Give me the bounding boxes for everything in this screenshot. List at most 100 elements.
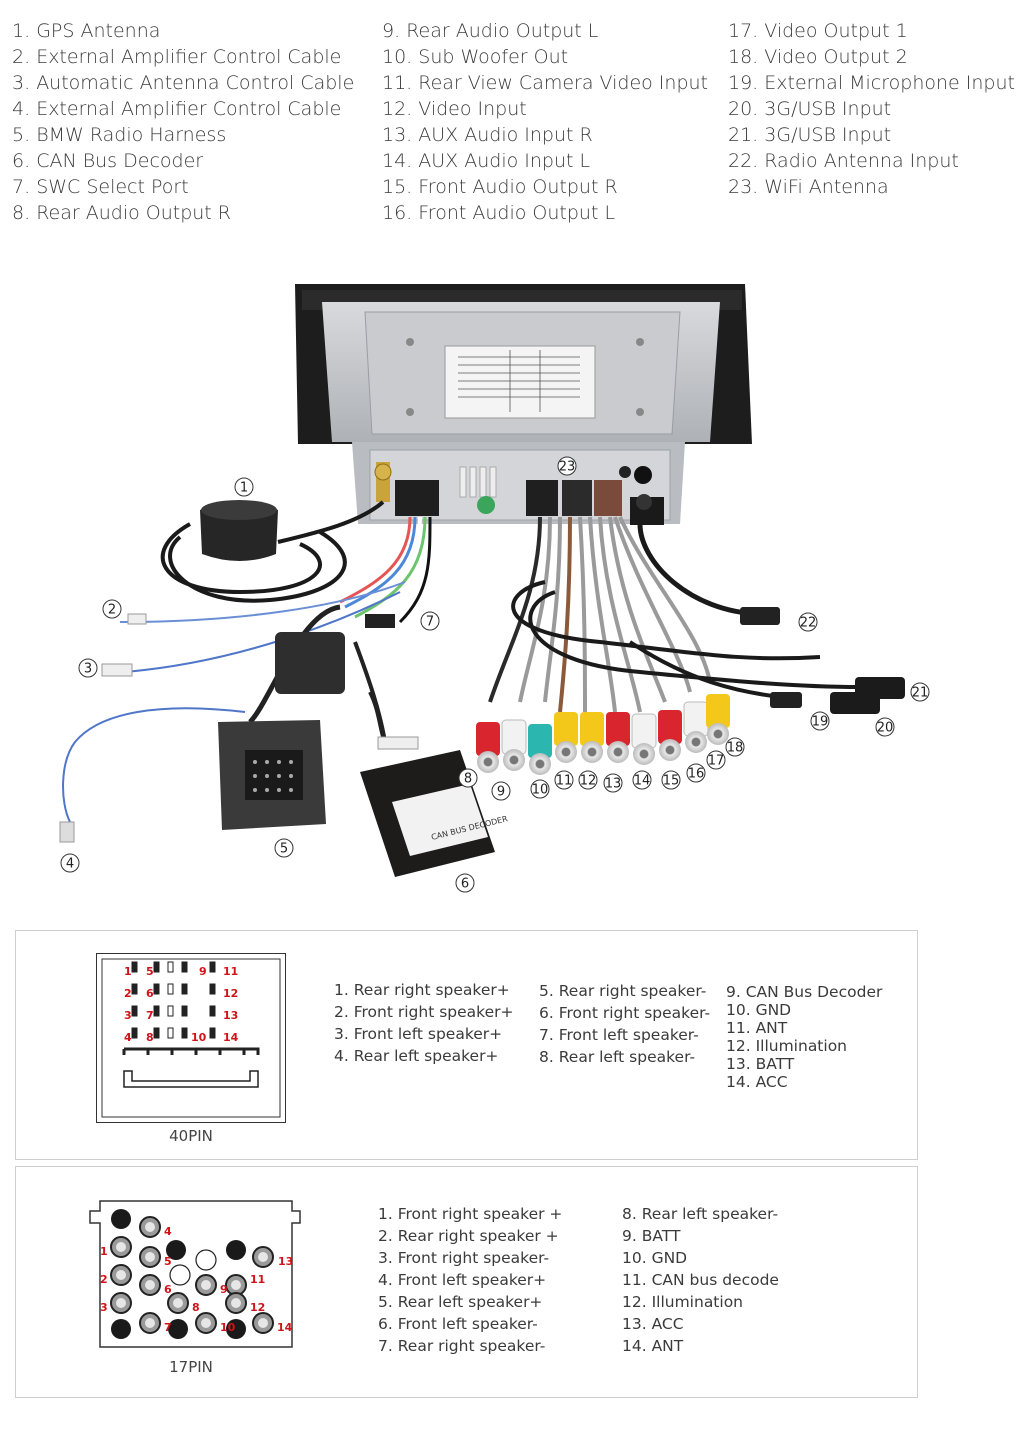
legend-number: 6.: [12, 150, 31, 172]
legend-number: 2.: [12, 46, 31, 68]
pin-list-item: 13. BATT: [726, 1055, 795, 1073]
legend-item: 10. Sub Woofer Out: [382, 44, 708, 70]
legend-label: AUX Audio Input L: [418, 150, 591, 172]
pin-list-item: 11. CAN bus decode: [622, 1271, 779, 1289]
legend-item: 15. Front Audio Output R: [382, 174, 708, 200]
legend-item: 11. Rear View Camera Video Input: [382, 70, 708, 96]
pin17-label: 5: [164, 1255, 172, 1268]
pin-list-item: 7. Rear right speaker-: [378, 1337, 546, 1355]
gps-antenna: [160, 500, 385, 603]
legend-item: 1. GPS Antenna: [12, 18, 354, 44]
legend-number: 7.: [12, 176, 31, 198]
legend-item: 4. External Amplifier Control Cable: [12, 96, 354, 122]
legend-label: CAN Bus Decoder: [36, 150, 204, 172]
legend-label: 3G/USB Input: [764, 98, 892, 120]
pin-list-item: 4. Front left speaker+: [378, 1271, 547, 1289]
pin17-caption: 17PIN: [169, 1358, 213, 1376]
legend-label: External Amplifier Control Cable: [36, 98, 342, 120]
pin-list-item: 10. GND: [726, 1001, 792, 1019]
callout-number: 17: [708, 754, 725, 769]
legend-item: 12. Video Input: [382, 96, 708, 122]
pin17-label: 6: [164, 1283, 172, 1296]
legend-label: BMW Radio Harness: [36, 124, 227, 146]
legend-number: 13.: [382, 124, 413, 146]
callout-number: 20: [877, 721, 894, 736]
pin-list-item: 12. Illumination: [622, 1293, 744, 1311]
legend-item: 7. SWC Select Port: [12, 174, 354, 200]
callout-number: 10: [532, 783, 549, 798]
pin-list-item: 9. CAN Bus Decoder: [726, 983, 883, 1001]
pin-list-item: 3. Front right speaker-: [378, 1249, 550, 1267]
callout-number: 23: [559, 460, 576, 475]
legend-number: 14.: [382, 150, 413, 172]
legend-number: 21.: [728, 124, 759, 146]
legend-label: WiFi Antenna: [764, 176, 889, 198]
legend-number: 18.: [728, 46, 759, 68]
rca-plugs: [476, 694, 730, 775]
legend-number: 3.: [12, 72, 31, 94]
can-bus-decoder: CAN BUS DECODER: [360, 691, 509, 877]
pin40-label: 10: [191, 1031, 207, 1044]
pin17-label: 13: [278, 1255, 293, 1268]
legend-number: 5.: [12, 124, 31, 146]
pin40-label: 13: [223, 1009, 238, 1022]
legend-number: 12.: [382, 98, 413, 120]
callout-number: 4: [66, 857, 74, 872]
callout-number: 18: [727, 741, 744, 756]
pin-list-item: 8. Rear left speaker-: [622, 1205, 779, 1223]
callout-number: 7: [426, 615, 434, 630]
legend-item: 14. AUX Audio Input L: [382, 148, 708, 174]
pin-list-item: 2. Front right speaker+: [334, 1003, 514, 1021]
callout-number: 12: [580, 774, 597, 789]
legend-item: 17. Video Output 1: [728, 18, 1015, 44]
pin40-label: 2: [124, 987, 132, 1000]
callout-number: 19: [812, 715, 829, 730]
pin40-label: 14: [223, 1031, 239, 1044]
callout-number: 15: [663, 774, 680, 789]
legend-label: Video Output 2: [764, 46, 908, 68]
pin17-label: 9: [220, 1283, 228, 1296]
legend-label: External Microphone Input: [764, 72, 1015, 94]
legend-label: External Amplifier Control Cable: [36, 46, 342, 68]
legend-label: GPS Antenna: [36, 20, 161, 42]
legend-number: 11.: [382, 72, 413, 94]
callout-number: 8: [464, 772, 472, 787]
pin40-list-2: 5. Rear right speaker-6. Front right spe…: [539, 980, 710, 1068]
callout-number: 22: [800, 616, 817, 631]
pin17-label: 10: [220, 1321, 236, 1334]
pin-list-item: 3. Front left speaker+: [334, 1025, 503, 1043]
legend-number: 15.: [382, 176, 413, 198]
callout-markers: [60, 456, 930, 893]
pin40-list-1: 1. Rear right speaker+2. Front right spe…: [334, 979, 513, 1067]
legend-item: 23. WiFi Antenna: [728, 174, 1015, 200]
right-side-plugs: [636, 494, 905, 714]
legend-number: 9.: [382, 20, 401, 42]
legend-item: 6. CAN Bus Decoder: [12, 148, 354, 174]
pin40-label: 8: [146, 1031, 154, 1044]
callout-number: 21: [912, 686, 929, 701]
pin-list-item: 11. ANT: [726, 1019, 788, 1037]
legend-label: Sub Woofer Out: [418, 46, 569, 68]
pin40-label: 7: [146, 1009, 154, 1022]
pin17-label: 1: [100, 1245, 108, 1258]
pin17-label: 11: [250, 1273, 265, 1286]
legend-number: 1.: [12, 20, 31, 42]
pin-list-item: 12. Illumination: [726, 1037, 848, 1055]
pin-list-item: 5. Rear left speaker+: [378, 1293, 543, 1311]
pin40-label: 5: [146, 965, 154, 978]
pin-list-item: 14. ACC: [726, 1073, 788, 1091]
legend-number: 20.: [728, 98, 759, 120]
legend-item: 3. Automatic Antenna Control Cable: [12, 70, 354, 96]
legend-number: 16.: [382, 202, 413, 224]
legend-label: Rear View Camera Video Input: [418, 72, 708, 94]
callout-number: 11: [556, 774, 573, 789]
legend-item: 21. 3G/USB Input: [728, 122, 1015, 148]
callout-number: 9: [497, 785, 505, 800]
legend-item: 8. Rear Audio Output R: [12, 200, 354, 226]
bmw-radio-harness: [218, 720, 326, 830]
